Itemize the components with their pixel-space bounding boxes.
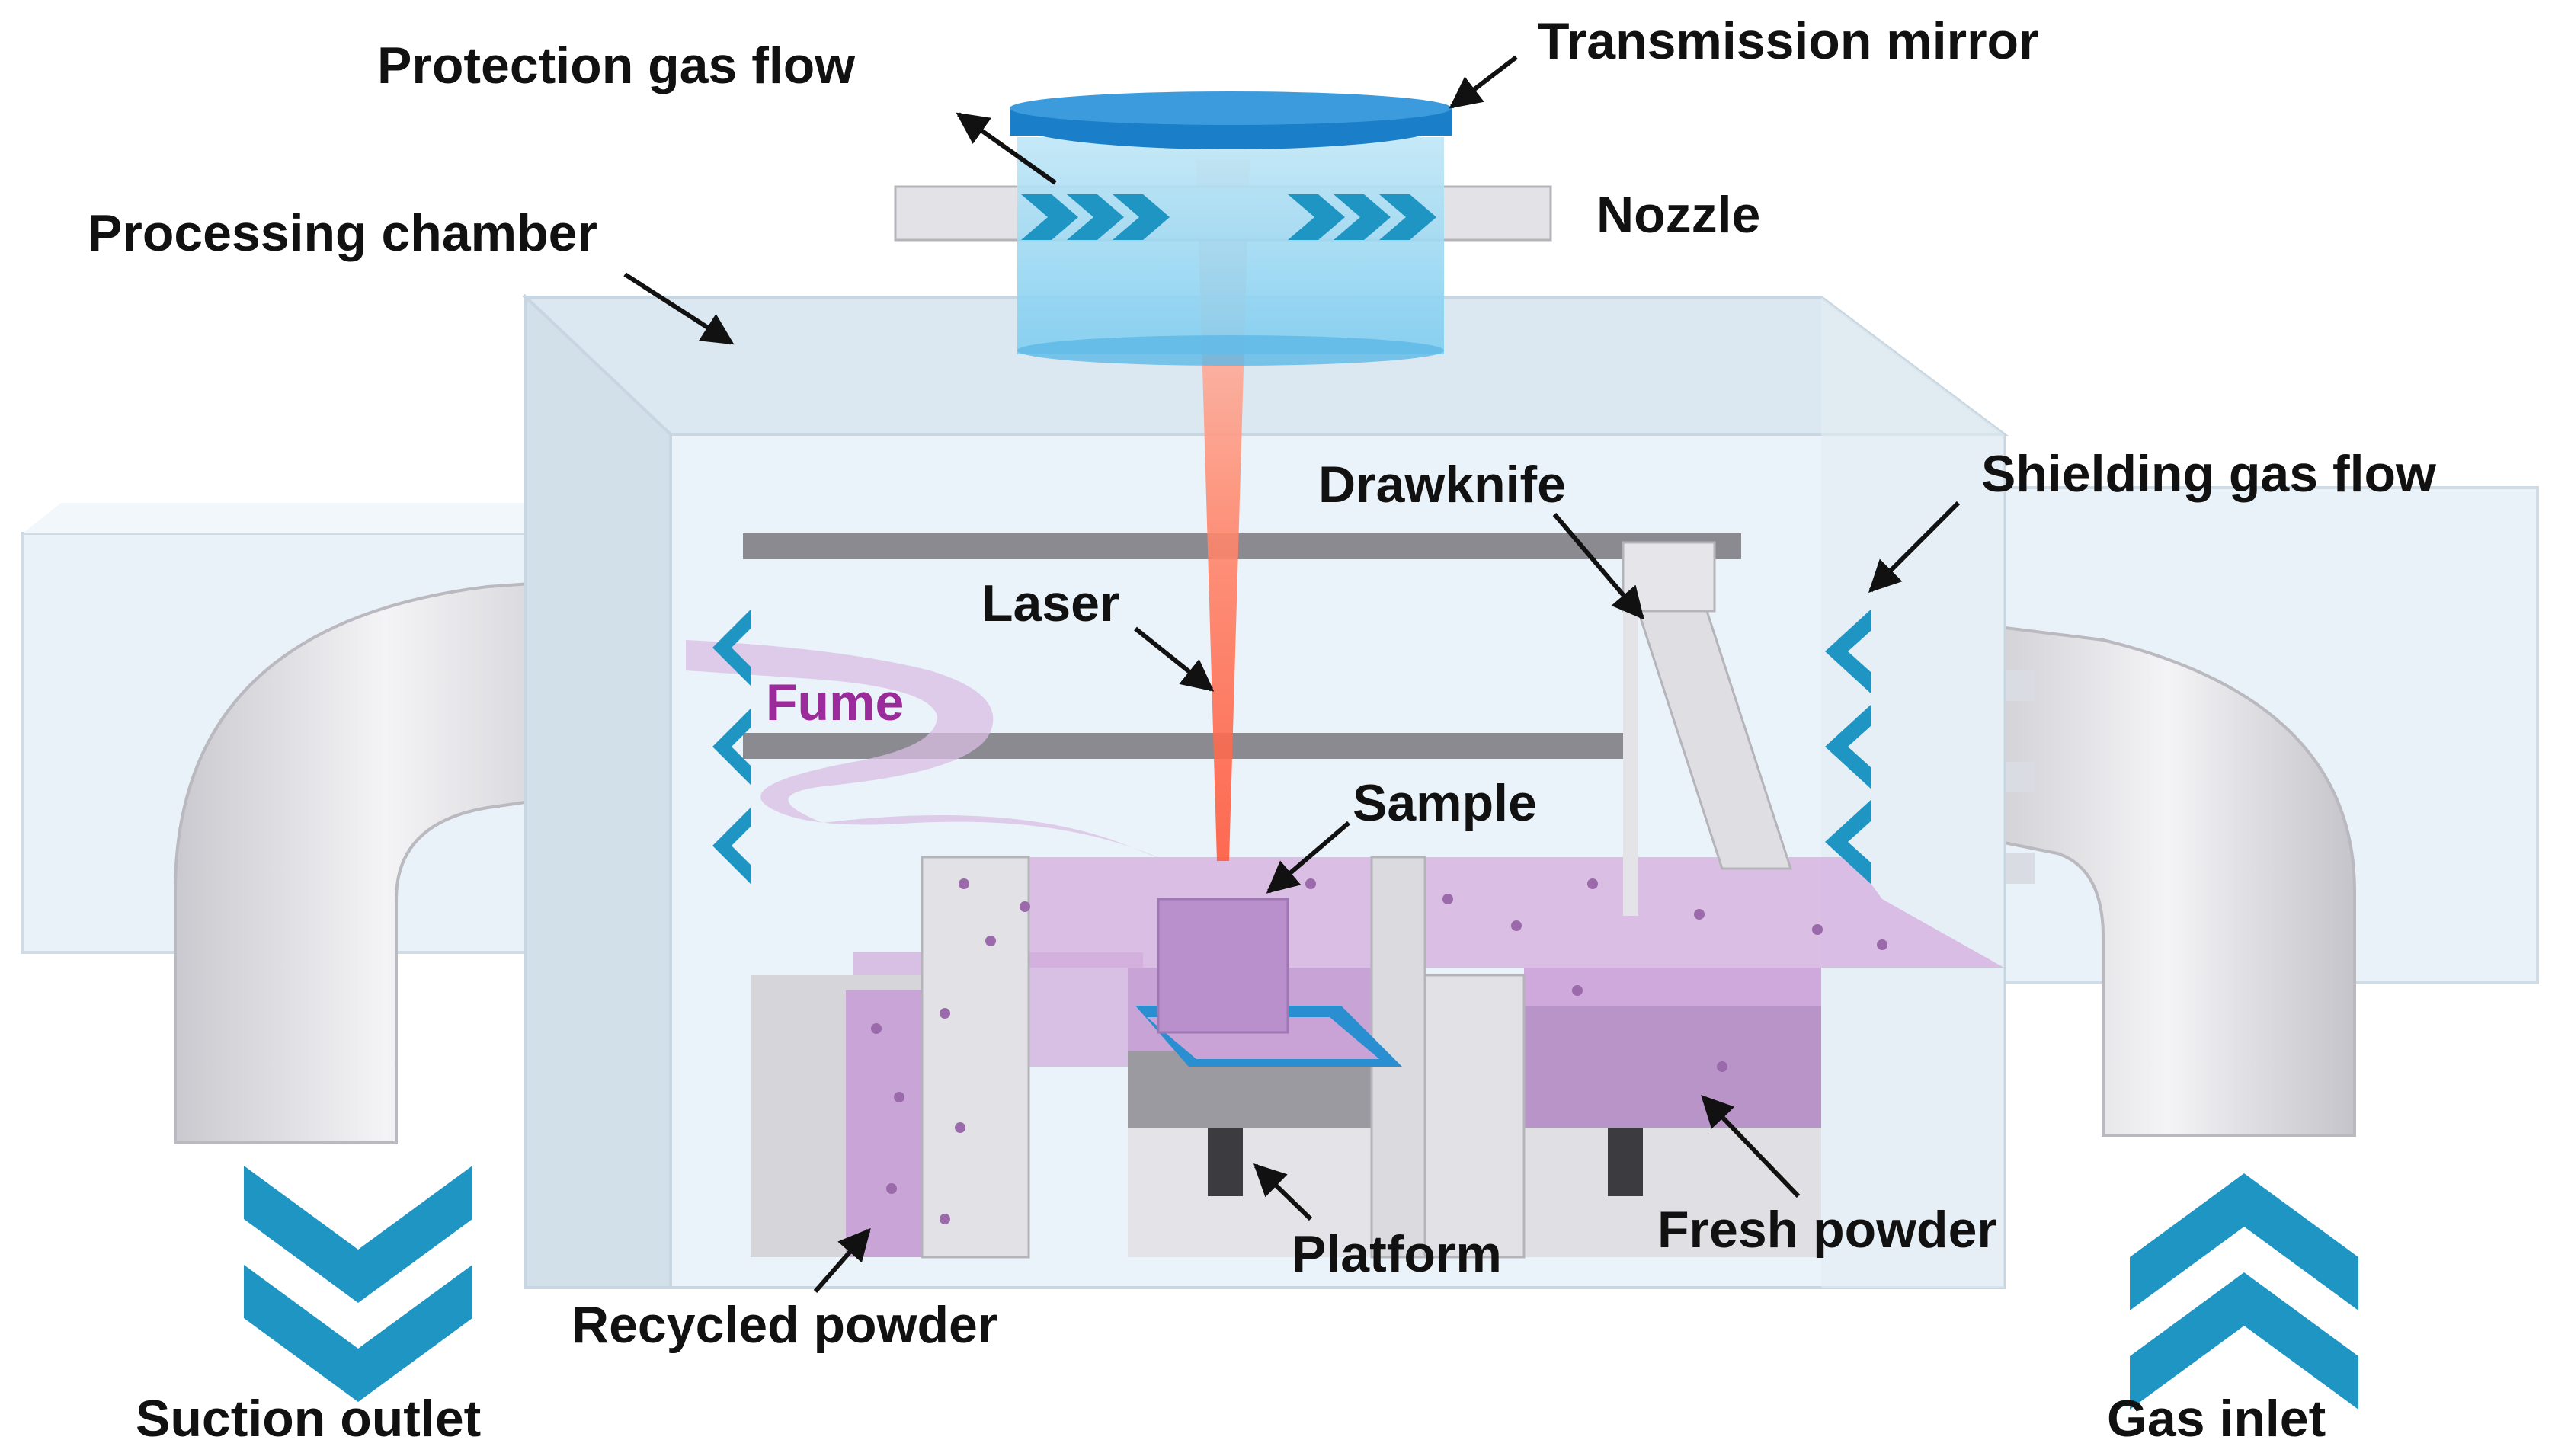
rails: [743, 533, 1741, 759]
platform-label: Platform: [1292, 1225, 1502, 1283]
suction-duct: [21, 503, 602, 1144]
drawknife: [1622, 541, 1793, 916]
fresh-powder-label: Fresh powder: [1657, 1201, 1997, 1259]
leader-arrows: [623, 55, 1961, 1293]
laser-label: Laser: [981, 574, 1120, 632]
nozzle-assembly: [894, 91, 1552, 366]
drawknife-label: Drawknife: [1318, 456, 1566, 514]
transmission-mirror-label: Transmission mirror: [1538, 12, 2039, 70]
fume-label: Fume: [766, 674, 904, 731]
recycled-powder-label: Recycled powder: [572, 1296, 998, 1354]
protection-gas-flow-label: Protection gas flow: [377, 37, 856, 94]
gas-inlet-label: Gas inlet: [2107, 1390, 2326, 1448]
gas-flow-arrows: [244, 194, 2358, 1410]
processing-chamber-label: Processing chamber: [88, 204, 597, 262]
fume-cloud: [686, 640, 1166, 861]
sample: [1135, 898, 1402, 1067]
suction-outlet-label: Suction outlet: [136, 1390, 482, 1448]
nozzle-label: Nozzle: [1596, 186, 1761, 244]
sample-label: Sample: [1353, 774, 1537, 832]
shielding-gas-flow-label: Shielding gas flow: [1981, 445, 2436, 503]
